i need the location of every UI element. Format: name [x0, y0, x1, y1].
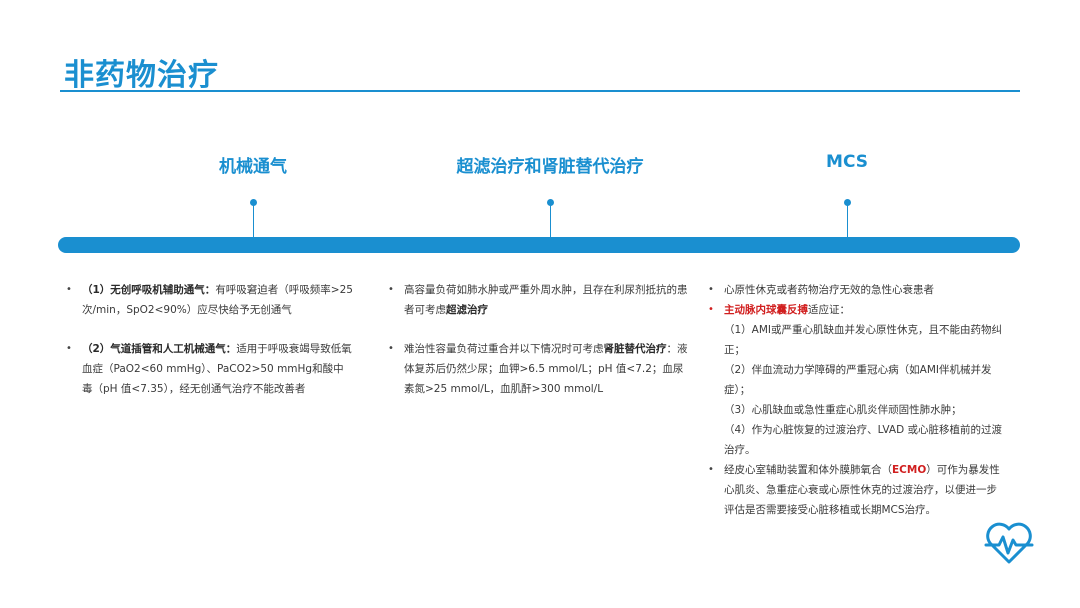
list-item: 难治性容量负荷过重合并以下情况时可考虑肾脏替代治疗：液体复苏后仍然少尿；血钾>6… [388, 339, 688, 399]
heart-pulse-icon [984, 522, 1034, 564]
item-text: 经皮心室辅助装置和体外膜肺氧合（ [724, 464, 892, 476]
item-highlight-text: 主动脉内球囊反搏 [724, 304, 808, 316]
item-text: ）可作为暴发性心肌炎、急重症心衰或心原性休克的过渡治疗，以便进一步评估是否需要接… [724, 464, 1000, 516]
timeline-heading-ultrafiltration: 超滤治疗和肾脏替代治疗 [456, 157, 644, 177]
title-divider [60, 90, 1020, 92]
timeline-marker-stem [253, 203, 254, 239]
item-text: 难治性容量负荷过重合并以下情况时可考虑 [404, 343, 604, 355]
timeline-heading-mcs: MCS [826, 152, 868, 172]
item-highlight-text: ECMO [892, 464, 927, 476]
timeline-marker-stem [550, 203, 551, 239]
item-text: 适应证： [808, 304, 850, 316]
column-ultrafiltration: 高容量负荷如肺水肿或严重外周水肿，且存在利尿剂抵抗的患者可考虑超滤治疗 难治性容… [388, 280, 688, 418]
page-title: 非药物治疗 [64, 58, 219, 93]
sub-item: （4）作为心脏恢复的过渡治疗、LVAD 或心脏移植前的过渡治疗。 [724, 424, 1002, 456]
timeline-marker-dot [250, 199, 257, 206]
list-item: 高容量负荷如肺水肿或严重外周水肿，且存在利尿剂抵抗的患者可考虑超滤治疗 [388, 280, 688, 320]
sub-item: （2）伴血流动力学障碍的严重冠心病（如AMI伴机械并发症）； [724, 364, 992, 396]
list-item: （1）无创呼吸机辅助通气：有呼吸窘迫者（呼吸频率>25次/min，SpO2<90… [66, 280, 354, 320]
item-label: （2）气道插管和人工机械通气： [82, 343, 237, 355]
list-item: 心原性休克或者药物治疗无效的急性心衰患者 [708, 280, 1004, 300]
list-item: （2）气道插管和人工机械通气：适用于呼吸衰竭导致低氧血症（PaO2<60 mmH… [66, 339, 354, 399]
sub-item: （3）心肌缺血或急性重症心肌炎伴顽固性肺水肿； [724, 404, 962, 416]
item-bold-text: 肾脏替代治疗 [603, 343, 667, 355]
list-item: 主动脉内球囊反搏适应证： [708, 300, 1004, 320]
list-item: 经皮心室辅助装置和体外膜肺氧合（ECMO）可作为暴发性心肌炎、急重症心衰或心原性… [708, 460, 1004, 520]
timeline-marker-stem [847, 203, 848, 239]
timeline-marker-dot [844, 199, 851, 206]
timeline-heading-ventilation: 机械通气 [219, 157, 287, 177]
item-text: ：液体复苏后仍然少尿；血钾>6.5 mmol/L；pH 值<7.2；血尿素氮>2… [404, 343, 688, 395]
item-text: 高容量负荷如肺水肿或严重外周水肿，且存在利尿剂抵抗的患者可考虑 [404, 284, 688, 316]
column-ventilation: （1）无创呼吸机辅助通气：有呼吸窘迫者（呼吸频率>25次/min，SpO2<90… [66, 280, 354, 418]
column-mcs: 心原性休克或者药物治疗无效的急性心衰患者 主动脉内球囊反搏适应证： （1）AMI… [708, 280, 1004, 520]
item-bold-text: 超滤治疗 [446, 304, 488, 316]
item-text: 适用于呼吸衰竭导致低氧血症（PaO2<60 mmHg）、PaCO2>50 mmH… [82, 343, 352, 395]
timeline-bar [58, 237, 1020, 253]
sub-item: （1）AMI或严重心肌缺血并发心原性休克，且不能由药物纠正； [724, 324, 1003, 356]
item-text: 有呼吸窘迫者（呼吸频率>25次/min，SpO2<90%）应尽快给予无创通气 [82, 284, 353, 316]
timeline-marker-dot [547, 199, 554, 206]
item-label: （1）无创呼吸机辅助通气： [82, 284, 216, 296]
